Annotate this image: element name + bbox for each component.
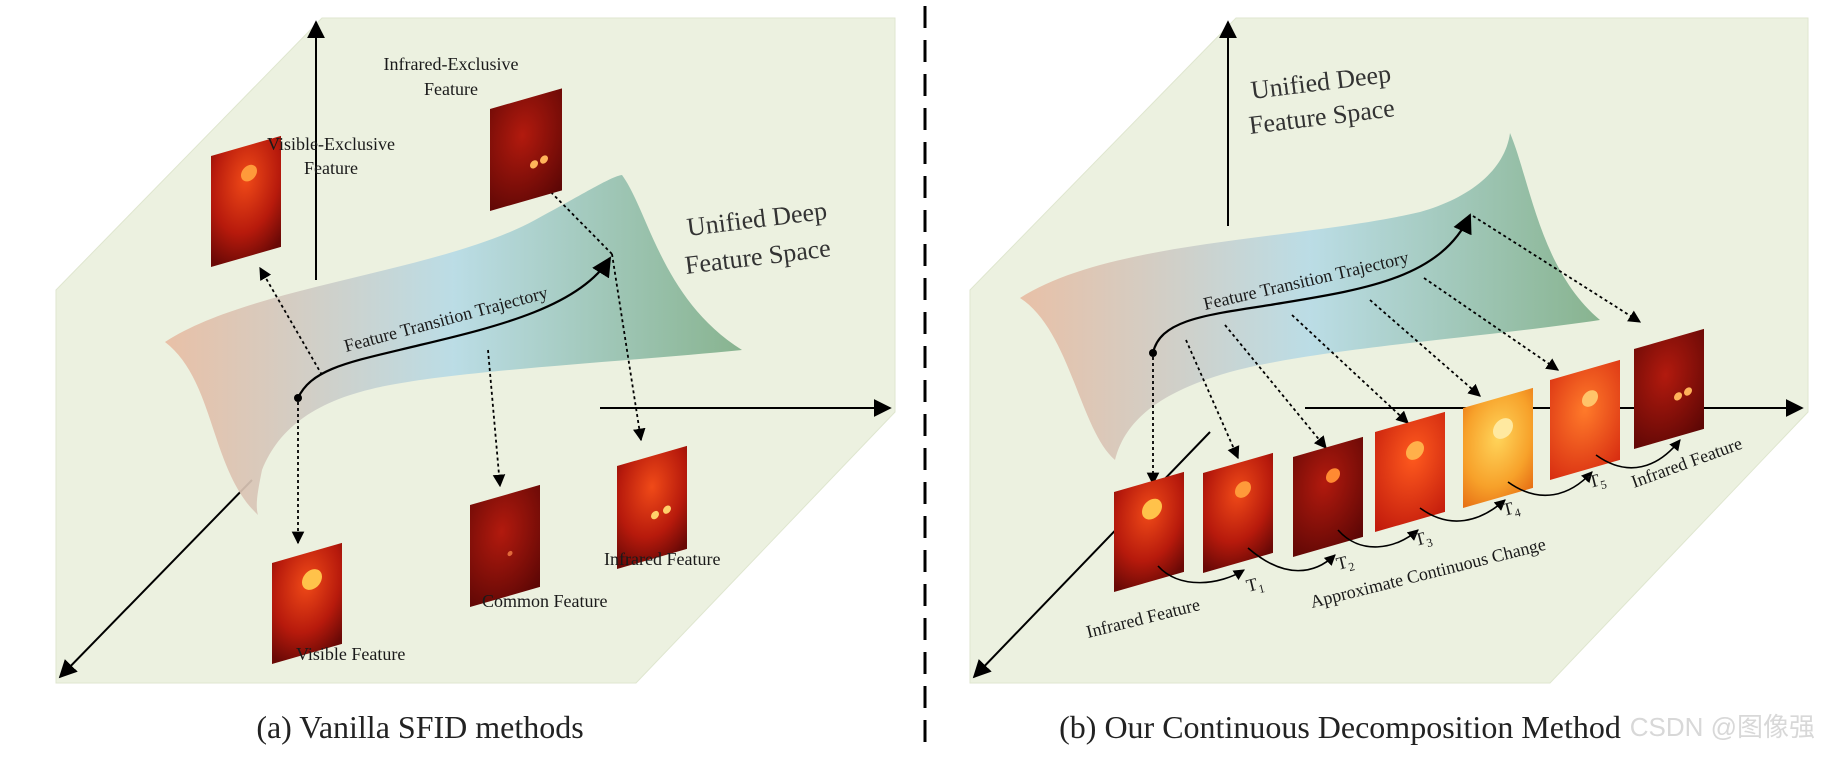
- label-common-feature: Common Feature: [482, 591, 607, 611]
- connector-common: [487, 349, 506, 488]
- caption-right: (b) Our Continuous Decomposition Method: [1059, 709, 1621, 745]
- caption-left: (a) Vanilla SFID methods: [256, 709, 583, 745]
- transition-arrow-6: [1595, 439, 1681, 469]
- svg-text:T5: T5: [1586, 468, 1608, 494]
- connector-step-3: [1291, 314, 1409, 424]
- trajectory-right: [1151, 213, 1472, 354]
- label-infrared-feature: Infrared Feature: [604, 549, 720, 569]
- transition-arrow-3: [1337, 529, 1419, 548]
- heatmap-tile-icon: [1550, 359, 1620, 480]
- connector-step-6: [1472, 215, 1642, 323]
- trajectory-start-right: [1149, 349, 1157, 357]
- panel-right: Feature Transition Trajectory: [969, 17, 1809, 745]
- trajectory-start-left: [294, 394, 302, 402]
- connector-infrared: [611, 253, 646, 442]
- label-visible-feature: Visible Feature: [296, 644, 405, 664]
- step-label-3: T3: [1412, 526, 1434, 552]
- heatmap-tile-icon: [1463, 387, 1533, 508]
- connector-step-4: [1369, 299, 1481, 397]
- axis-diagonal-left: [58, 479, 253, 679]
- step-label-2: T2: [1334, 550, 1356, 576]
- step-label-1: T1: [1244, 572, 1266, 598]
- heatmap-tile-icon: [1203, 452, 1273, 573]
- watermark: CSDN @图像强: [1630, 712, 1815, 742]
- svg-text:T4: T4: [1500, 496, 1522, 522]
- connector-visible-exclusive: [259, 266, 323, 376]
- label-visible-exclusive-2: Feature: [304, 158, 358, 178]
- heatmap-tile-icon: [1293, 436, 1363, 557]
- svg-text:T3: T3: [1412, 526, 1434, 552]
- heatmap-tile-icon: [1114, 471, 1184, 592]
- heatmap-tile-icon: [490, 88, 562, 211]
- transition-arrow-4: [1419, 499, 1506, 522]
- transition-arrow-2: [1247, 547, 1336, 572]
- label-infrared-exclusive-2: Feature: [424, 79, 478, 99]
- heatmap-tile-icon: [272, 542, 342, 664]
- svg-text:T1: T1: [1244, 572, 1266, 598]
- transition-arrow-5: [1507, 471, 1593, 497]
- connector-step-2: [1224, 324, 1327, 449]
- panel-left: Feature Transition Trajectory: [55, 17, 896, 745]
- label-visible-exclusive-1: Visible-Exclusive: [267, 134, 395, 154]
- heatmap-tile-icon: [617, 445, 687, 569]
- heatmap-tile-icon: [1375, 411, 1445, 532]
- heatmap-tile-icon: [211, 135, 281, 267]
- transition-arrow-1: [1157, 565, 1245, 584]
- label-infrared-exclusive-1: Infrared-Exclusive: [384, 54, 519, 74]
- axis-diagonal-right: [972, 431, 1211, 679]
- step-label-5: T5: [1586, 468, 1608, 494]
- heatmap-tile-icon: [1634, 328, 1704, 449]
- svg-text:T2: T2: [1334, 550, 1356, 576]
- step-label-4: T4: [1500, 496, 1522, 522]
- heatmap-tile-icon: [470, 484, 540, 607]
